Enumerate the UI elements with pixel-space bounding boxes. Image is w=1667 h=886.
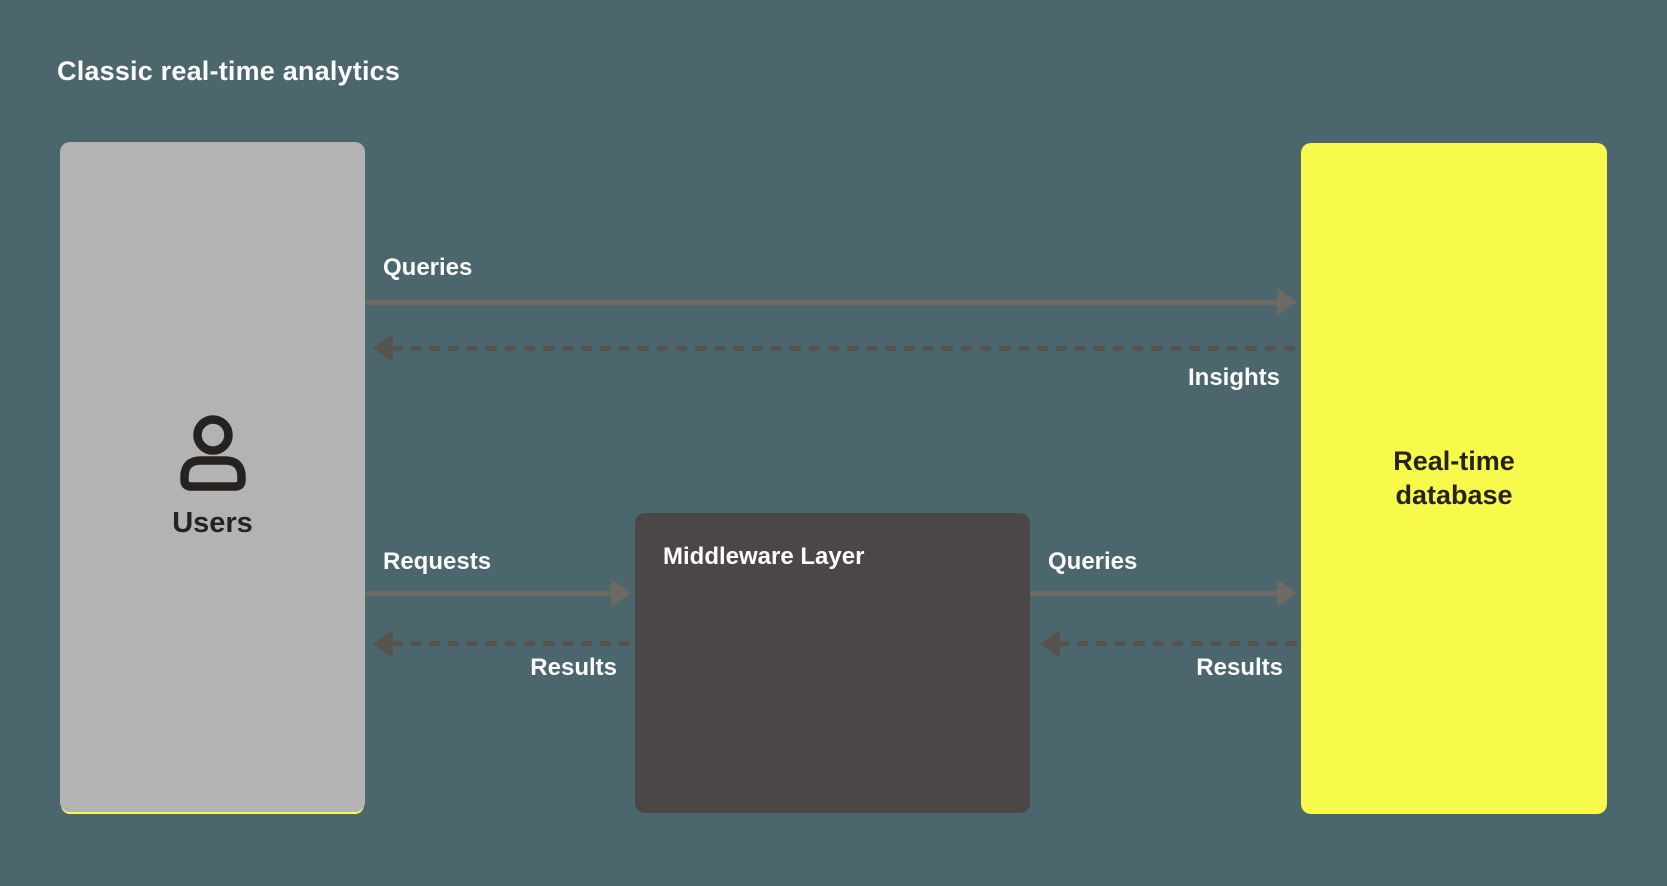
node-middleware-label: Middleware Layer bbox=[663, 543, 865, 570]
edge-queries-top-line bbox=[365, 300, 1279, 305]
edge-label-queries-middle: Queries bbox=[1048, 548, 1138, 575]
edge-label-results-left: Results bbox=[530, 654, 617, 681]
edge-requests-line bbox=[365, 591, 613, 596]
arrowhead-left-icon bbox=[373, 334, 393, 362]
diagram-title: Classic real-time analytics bbox=[57, 56, 401, 86]
edge-insights-line bbox=[391, 346, 1301, 351]
node-users-label: Users bbox=[172, 506, 253, 539]
edge-label-requests: Requests bbox=[383, 548, 492, 575]
node-database-label: Real-time database bbox=[1393, 445, 1515, 510]
edge-queries-middle-line bbox=[1030, 591, 1279, 596]
arrowhead-right-icon bbox=[1277, 288, 1297, 316]
arrowhead-right-icon bbox=[1277, 579, 1297, 607]
arrowhead-left-icon bbox=[1040, 630, 1060, 658]
edge-label-insights: Insights bbox=[1187, 364, 1280, 391]
arrowhead-right-icon bbox=[611, 579, 631, 607]
arrowhead-left-icon bbox=[373, 630, 393, 658]
edge-results-right-line bbox=[1058, 641, 1301, 646]
node-database: Real-time database bbox=[1301, 143, 1607, 814]
node-users: Users bbox=[60, 142, 365, 812]
edge-label-results-right: Results bbox=[1196, 654, 1283, 681]
edge-results-left-line bbox=[391, 641, 635, 646]
edge-label-queries-top: Queries bbox=[383, 254, 473, 281]
node-middleware: Middleware Layer bbox=[635, 513, 1030, 813]
person-icon bbox=[178, 414, 248, 491]
